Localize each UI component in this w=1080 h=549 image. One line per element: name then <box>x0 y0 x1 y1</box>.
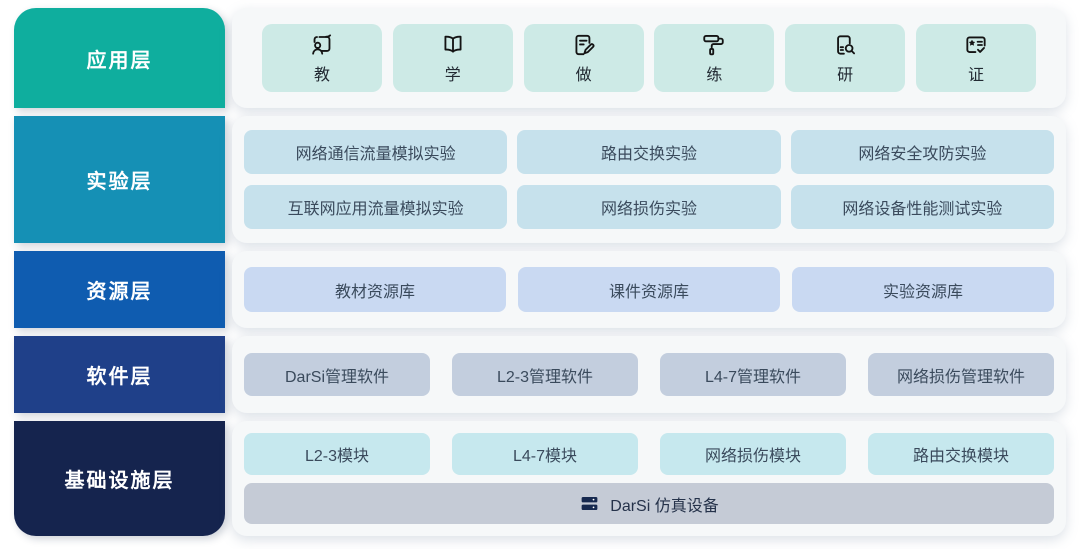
app-box-certify: 证 <box>915 24 1036 92</box>
open-book-icon <box>440 32 466 58</box>
experiment-box: 网络通信流量模拟实验 <box>244 130 508 174</box>
layer-row-infrastructure: 基础设施层 L2-3模块 L4-7模块 网络损伤模块 路由交换模块 <box>14 421 1066 536</box>
app-box-label: 练 <box>706 66 723 84</box>
layer-card-experiment: 网络通信流量模拟实验 路由交换实验 网络安全攻防实验 互联网应用流量模拟实验 网… <box>232 116 1066 243</box>
infrastructure-items: L2-3模块 L4-7模块 网络损伤模块 路由交换模块 DarSi <box>232 421 1066 536</box>
app-box-label: 学 <box>444 66 461 84</box>
software-box: L2-3管理软件 <box>452 353 638 396</box>
layer-row-experiment: 实验层 网络通信流量模拟实验 路由交换实验 网络安全攻防实验 互联网应用流量模拟… <box>14 116 1066 243</box>
module-box: L2-3模块 <box>244 433 430 475</box>
app-box-label: 证 <box>967 66 984 84</box>
resource-items: 教材资源库 课件资源库 实验资源库 <box>232 251 1066 328</box>
device-bar: DarSi 仿真设备 <box>244 483 1054 524</box>
software-items: DarSi管理软件 L2-3管理软件 L4-7管理软件 网络损伤管理软件 <box>232 336 1066 413</box>
document-edit-icon <box>571 32 597 58</box>
layer-label-experiment: 实验层 <box>14 116 225 243</box>
app-box-learn: 学 <box>392 24 513 92</box>
teach-board-icon <box>309 32 335 58</box>
app-box-label: 做 <box>575 66 592 84</box>
server-stack-icon <box>579 493 600 514</box>
software-box: L4-7管理软件 <box>660 353 846 396</box>
layer-label-application: 应用层 <box>14 8 225 108</box>
layer-row-resource: 资源层 教材资源库 课件资源库 实验资源库 <box>14 251 1066 328</box>
layer-card-infrastructure: L2-3模块 L4-7模块 网络损伤模块 路由交换模块 DarSi <box>232 421 1066 536</box>
resource-box: 课件资源库 <box>518 267 780 312</box>
resource-box: 实验资源库 <box>792 267 1054 312</box>
module-row: L2-3模块 L4-7模块 网络损伤模块 路由交换模块 <box>244 433 1054 475</box>
app-box-label: 研 <box>837 66 854 84</box>
app-box-practice: 练 <box>654 24 775 92</box>
application-items: 教 学 <box>232 8 1066 108</box>
layer-label-software: 软件层 <box>14 336 225 413</box>
experiment-box: 网络损伤实验 <box>517 185 781 229</box>
app-box-teach: 教 <box>262 24 382 92</box>
layer-row-application: 应用层 教 <box>14 8 1066 108</box>
experiment-items: 网络通信流量模拟实验 路由交换实验 网络安全攻防实验 互联网应用流量模拟实验 网… <box>232 116 1066 243</box>
experiment-box: 路由交换实验 <box>517 130 781 174</box>
resource-box: 教材资源库 <box>244 267 506 312</box>
app-box-do: 做 <box>523 24 644 92</box>
layer-label-resource: 资源层 <box>14 251 225 328</box>
app-box-label: 教 <box>313 66 330 84</box>
paint-roller-icon <box>701 32 727 58</box>
experiment-box: 网络安全攻防实验 <box>790 130 1054 174</box>
module-box: L4-7模块 <box>452 433 638 475</box>
module-box: 网络损伤模块 <box>660 433 846 475</box>
software-box: DarSi管理软件 <box>244 353 430 396</box>
software-box: 网络损伤管理软件 <box>868 353 1054 396</box>
certificate-check-icon <box>963 32 989 58</box>
layer-label-infrastructure: 基础设施层 <box>14 421 225 536</box>
book-magnifier-icon <box>832 32 858 58</box>
layer-row-software: 软件层 DarSi管理软件 L2-3管理软件 L4-7管理软件 网络损伤管理软件 <box>14 336 1066 413</box>
layer-card-software: DarSi管理软件 L2-3管理软件 L4-7管理软件 网络损伤管理软件 <box>232 336 1066 413</box>
module-box: 路由交换模块 <box>868 433 1054 475</box>
experiment-box: 互联网应用流量模拟实验 <box>244 185 508 229</box>
device-bar-label: DarSi 仿真设备 <box>610 497 719 515</box>
layer-card-application: 教 学 <box>232 8 1066 108</box>
experiment-box: 网络设备性能测试实验 <box>790 185 1054 229</box>
app-box-research: 研 <box>785 24 906 92</box>
layer-card-resource: 教材资源库 课件资源库 实验资源库 <box>232 251 1066 328</box>
